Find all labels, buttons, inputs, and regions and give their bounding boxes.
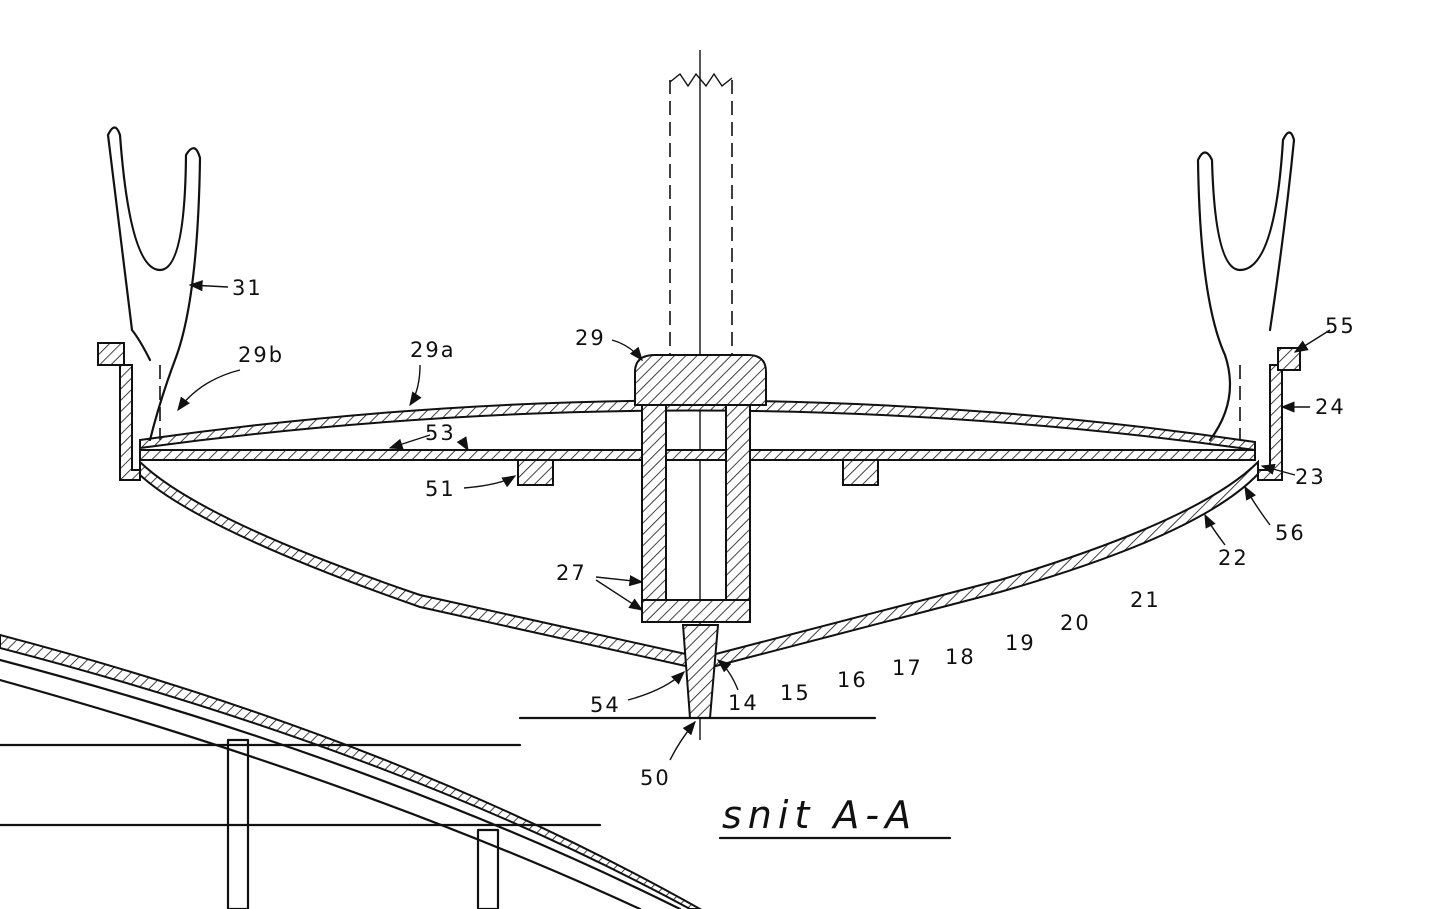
label-24: 24 xyxy=(1315,395,1346,419)
label-56: 56 xyxy=(1275,521,1306,545)
label-18: 18 xyxy=(945,645,976,669)
label-22: 22 xyxy=(1218,546,1249,570)
rail-55 xyxy=(1277,347,1301,371)
label-16: 16 xyxy=(837,668,868,692)
label-54: 54 xyxy=(590,693,621,717)
label-53: 53 xyxy=(425,421,456,445)
reference-labels: 31 29b 29a 29 55 24 53 51 23 56 22 21 20… xyxy=(232,276,1356,790)
label-55: 55 xyxy=(1325,314,1356,338)
label-29b: 29b xyxy=(238,343,284,367)
right-wall xyxy=(1257,364,1283,481)
block-51-right xyxy=(842,459,879,486)
label-50: 50 xyxy=(640,766,671,790)
label-31: 31 xyxy=(232,276,263,300)
keel-54 xyxy=(681,624,720,719)
block-51-left xyxy=(517,459,554,486)
leader-lines xyxy=(177,280,1331,761)
plate-53 xyxy=(139,449,1256,461)
label-27: 27 xyxy=(556,561,587,585)
section-title: snit A-A xyxy=(722,793,917,837)
left-wall xyxy=(119,364,141,481)
label-29: 29 xyxy=(575,326,606,350)
label-21: 21 xyxy=(1130,588,1161,612)
label-51: 51 xyxy=(425,477,456,501)
label-29a: 29a xyxy=(410,338,456,362)
dome-29a xyxy=(139,399,1256,452)
label-14: 14 xyxy=(728,691,759,715)
label-17: 17 xyxy=(892,656,923,680)
label-23: 23 xyxy=(1295,465,1326,489)
adjacent-hull-section xyxy=(0,633,703,909)
label-19: 19 xyxy=(1005,631,1036,655)
label-15: 15 xyxy=(780,681,811,705)
fork-31-right xyxy=(1196,131,1296,442)
label-20: 20 xyxy=(1060,611,1091,635)
hub-29 xyxy=(634,354,767,406)
fork-31-left xyxy=(106,126,202,442)
rail-left xyxy=(97,342,125,366)
tube-27 xyxy=(641,404,751,623)
